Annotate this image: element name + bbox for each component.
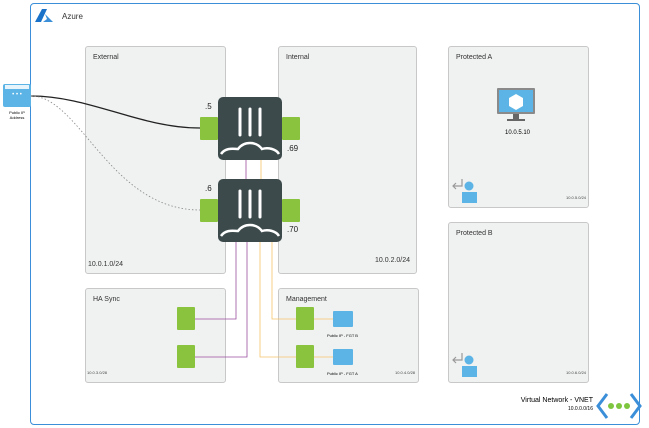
fw-a-ext-ip: .5 — [205, 102, 212, 111]
subnet-ha-sync — [85, 288, 226, 383]
management-cidr: 10.0.4.0/28 — [395, 370, 416, 375]
fw-b-int-ip: .70 — [287, 225, 299, 234]
mgmt-public-ip-b: Public IP - FGT B — [327, 333, 358, 338]
nic-icon — [282, 117, 300, 140]
fw-a-int-ip: .69 — [287, 144, 299, 153]
azure-region — [30, 3, 640, 425]
fw-b-ext-ip: .6 — [205, 184, 212, 193]
nic-icon — [296, 345, 314, 368]
nic-icon — [296, 307, 314, 330]
mgmt-link-b — [259, 242, 296, 358]
protected-a-cidr: 10.0.5.0/24 — [566, 195, 587, 200]
public-ip-link-standby — [30, 95, 201, 211]
route-table-icon — [452, 352, 482, 383]
internal-label: Internal — [286, 54, 310, 61]
virtual-machine-icon[interactable] — [497, 88, 537, 129]
vm-ip: 10.0.5.10 — [505, 130, 531, 136]
vnet-icon — [596, 392, 642, 425]
nic-icon — [200, 117, 218, 140]
external-cidr: 10.0.1.0/24 — [88, 261, 124, 268]
nic-icon — [177, 307, 195, 330]
azure-logo-icon — [35, 9, 53, 28]
nic-icon — [282, 199, 300, 222]
ha-link-b — [195, 242, 248, 358]
azure-title: Azure — [62, 12, 83, 21]
ha-link-a — [195, 242, 237, 320]
public-ip-icon[interactable] — [333, 311, 353, 327]
subnet-protected-a — [448, 46, 589, 208]
vnet-cidr: 10.0.0.0/16 — [567, 406, 593, 412]
ha-sync-label: HA Sync — [93, 296, 120, 303]
firewall-b[interactable] — [218, 179, 282, 242]
external-label: External — [93, 54, 119, 61]
protected-a-label: Protected A — [456, 54, 493, 61]
vnet-label: Virtual Network - VNET — [520, 397, 593, 404]
subnet-protected-b — [448, 222, 589, 383]
public-ip-icon[interactable] — [333, 349, 353, 365]
mgmt-link-a — [271, 242, 296, 320]
mgmt-public-ip-a: Public IP - FGT A — [327, 371, 358, 376]
ha-sync-cidr: 10.0.3.0/28 — [87, 370, 108, 375]
route-table-icon — [452, 178, 482, 209]
public-ip-label: Public IP Address — [9, 110, 25, 120]
firewall-a[interactable] — [218, 97, 282, 160]
nic-icon — [177, 345, 195, 368]
protected-b-label: Protected B — [456, 230, 493, 237]
subnet-internal — [278, 46, 417, 274]
management-label: Management — [286, 296, 327, 303]
public-ip-icon[interactable]: • • • — [3, 84, 31, 107]
protected-b-cidr: 10.0.6.0/24 — [566, 370, 587, 375]
internal-cidr: 10.0.2.0/24 — [375, 257, 411, 264]
public-ip-link-active — [30, 95, 201, 129]
nic-icon — [200, 199, 218, 222]
subnet-external — [85, 46, 226, 274]
